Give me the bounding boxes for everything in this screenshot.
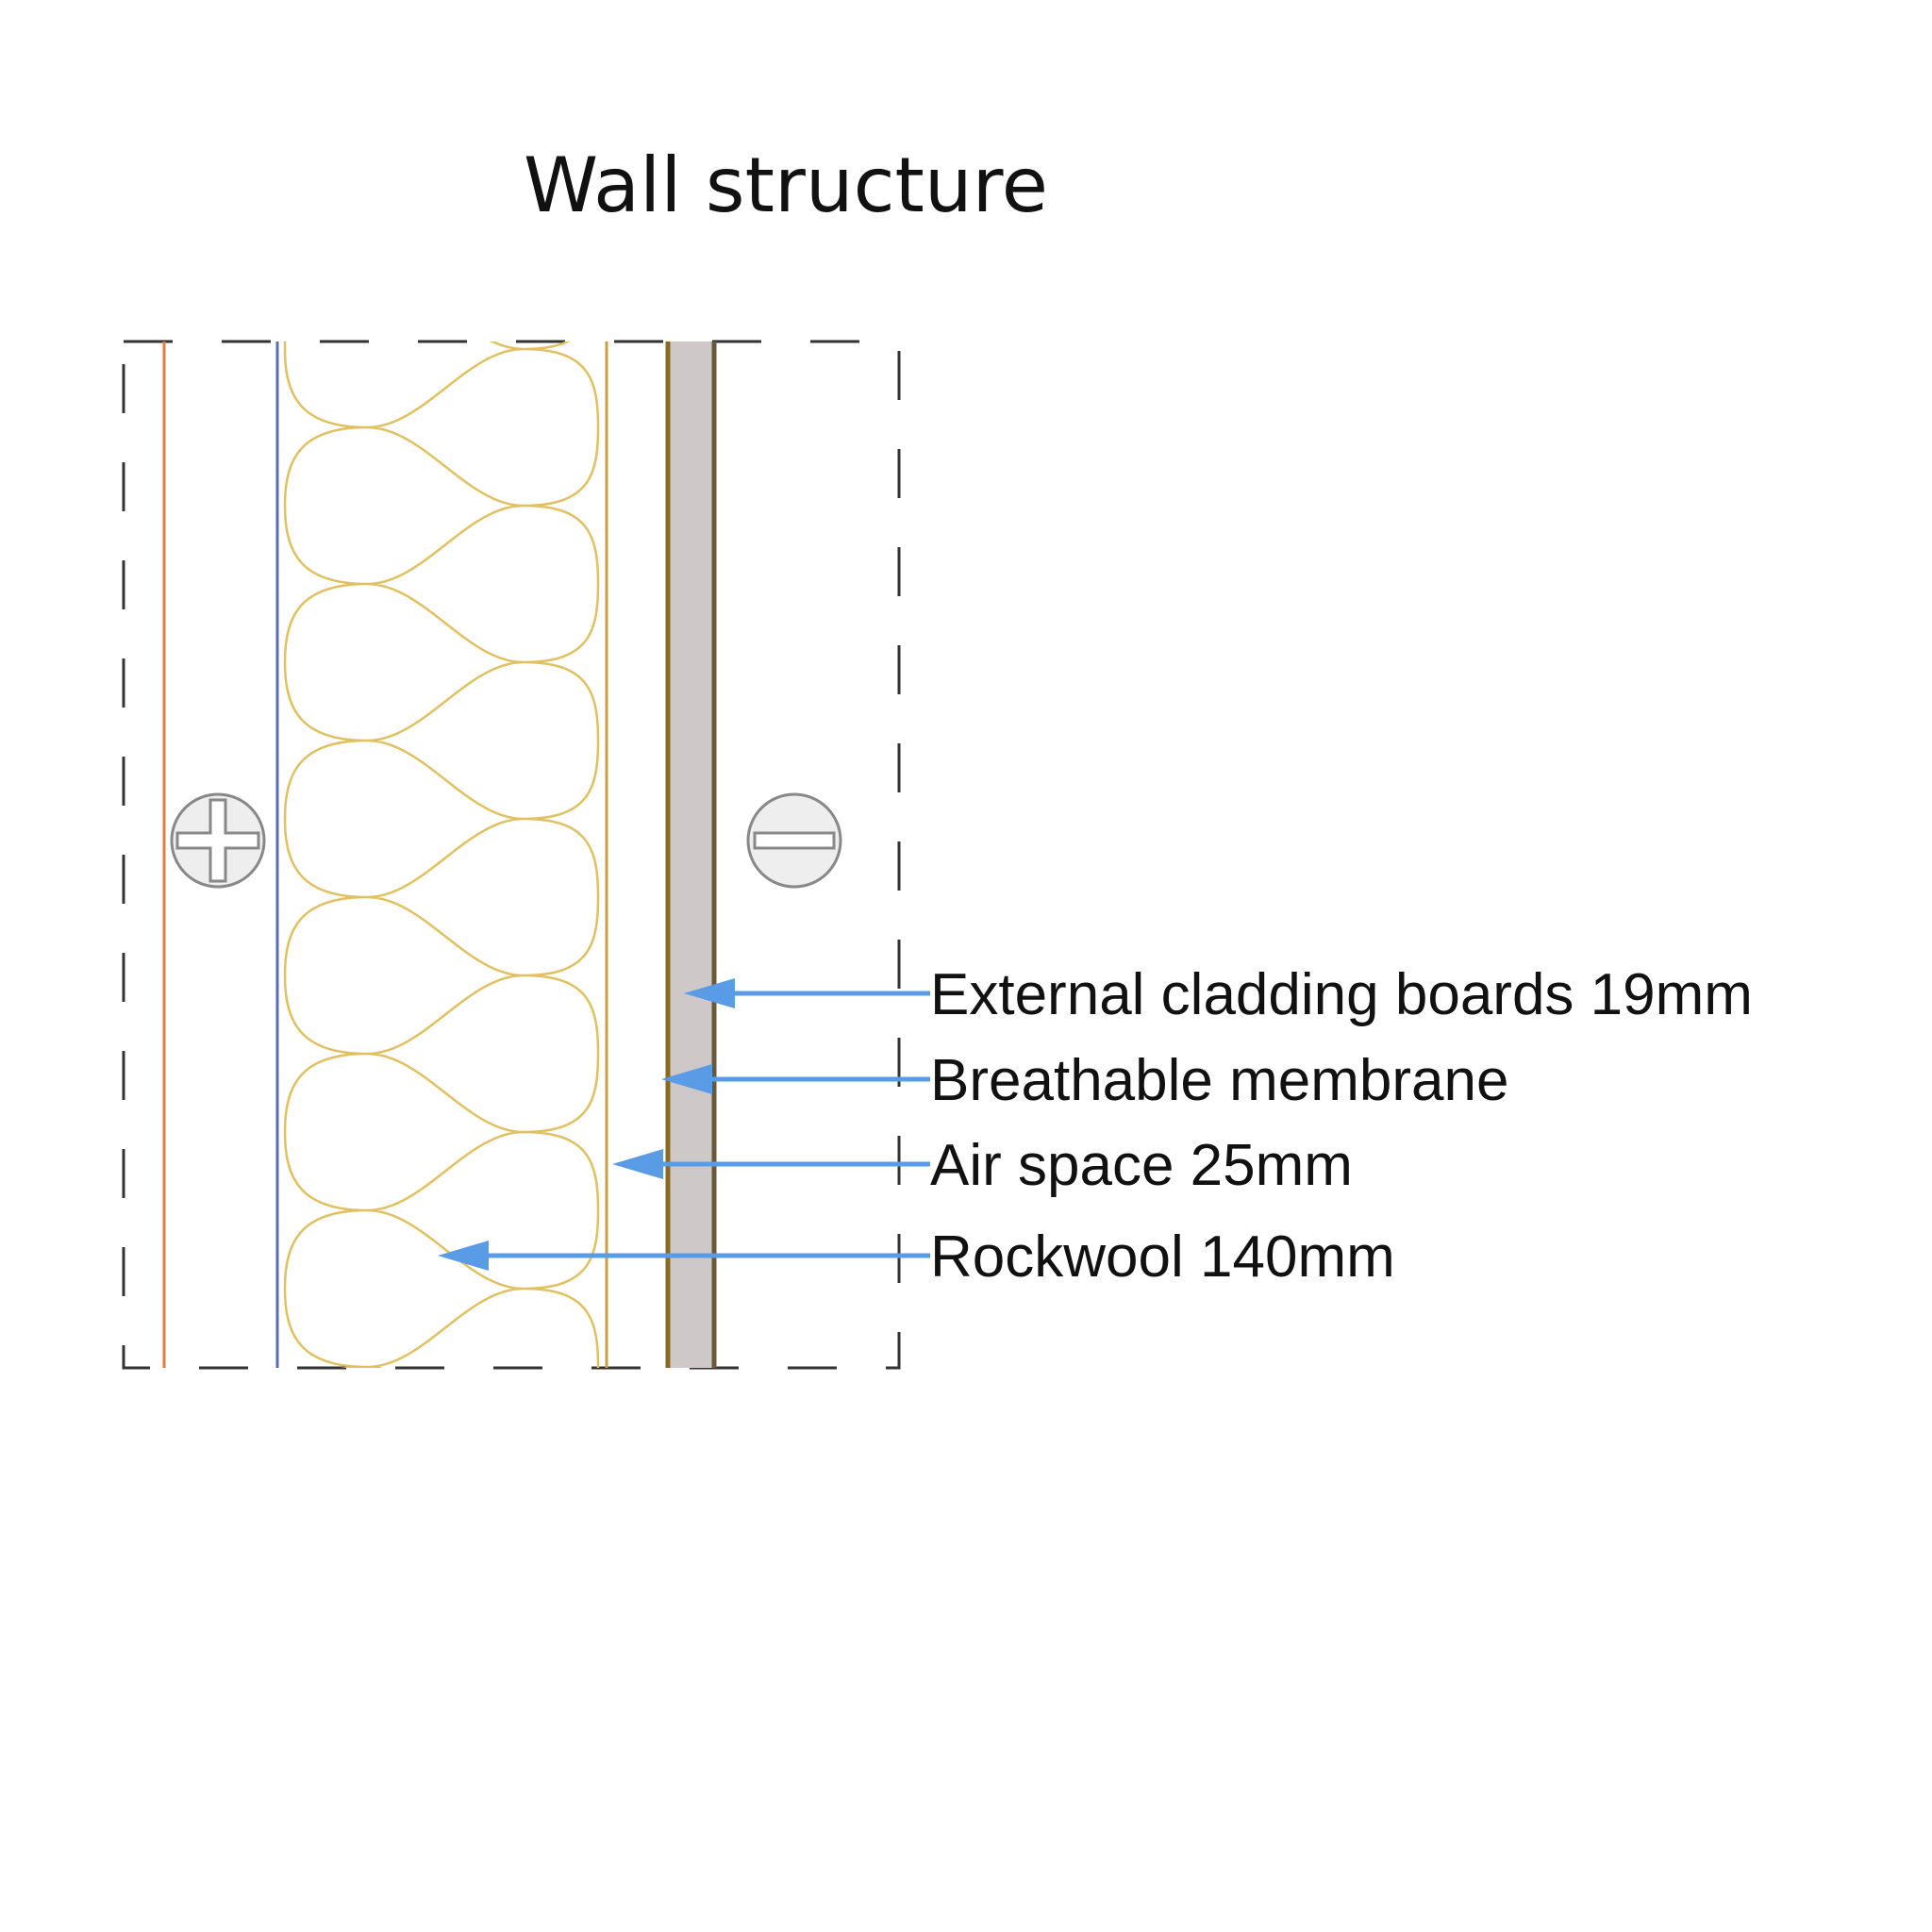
minus-icon <box>746 792 842 889</box>
section-boundary <box>122 340 901 1370</box>
breathable-membrane-arrowhead-icon <box>661 1064 712 1094</box>
rockwool-loops <box>283 341 600 1368</box>
air-space-arrowhead-icon <box>612 1149 663 1179</box>
breathable-membrane-label: Breathable membrane <box>930 1048 1508 1113</box>
external-cladding-label: External cladding boards 19mm <box>930 962 1753 1027</box>
rockwool-arrowhead-icon <box>438 1241 489 1271</box>
air-space-label: Air space 25mm <box>930 1133 1353 1198</box>
external-cladding-arrowhead-icon <box>684 978 735 1008</box>
cladding-board <box>670 341 714 1368</box>
plus-icon <box>170 792 266 889</box>
diagram-title: Wall structure <box>524 142 1048 229</box>
rockwool-insulation <box>283 341 600 1368</box>
rockwool-label: Rockwool 140mm <box>930 1224 1395 1290</box>
